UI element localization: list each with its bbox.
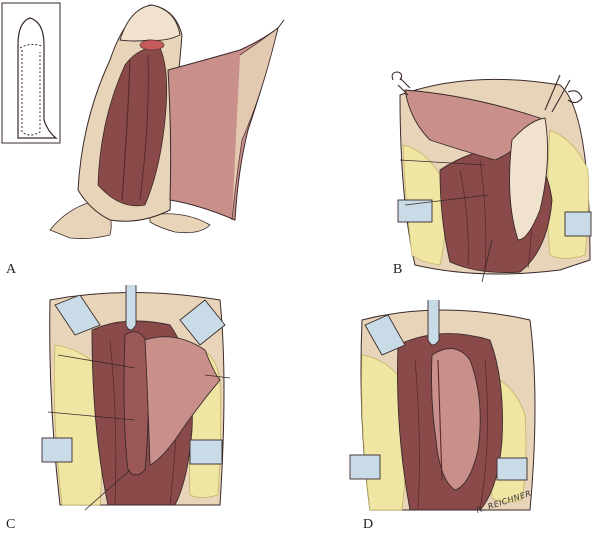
panel-a-glans: [119, 4, 181, 42]
panel-c-retractor-top-right: [179, 299, 226, 346]
panel-d-urethra-line: [437, 359, 443, 481]
panel-a-corpus-groove-2: [139, 54, 149, 201]
panel-b-drawing: [391, 71, 592, 283]
panel-a-corpus-groove: [121, 59, 131, 201]
panel-c-suture-4: [84, 469, 131, 511]
panel-b-clamp-right: [544, 74, 583, 113]
inset-penis-outline: [17, 17, 58, 139]
panel-a-stay-suture: [277, 19, 285, 29]
panel-b-clamp-left: [391, 71, 411, 96]
panel-label-a: A: [6, 262, 17, 277]
panel-b-lifted-flap: [509, 117, 549, 241]
panel-label-b: B: [393, 262, 403, 277]
panel-c-retractor-left: [41, 437, 73, 463]
panel-c-retractor-right: [189, 439, 223, 465]
panel-label-c: C: [6, 517, 16, 532]
panel-c-suture-3: [204, 374, 231, 379]
panel-a-drawing: [1, 2, 285, 239]
panel-c-urethra: [123, 331, 150, 476]
panel-b-retractor-left: [397, 199, 433, 223]
inset-incision-line: [19, 43, 43, 136]
panel-c-flap: [144, 336, 221, 466]
panel-a-urethral-edge: [139, 39, 165, 51]
panel-a-flap-edge: [231, 27, 279, 221]
panel-b-top-flap: [404, 89, 541, 161]
panel-d-hook: [427, 300, 440, 346]
panel-b-suture-2: [404, 194, 489, 206]
panel-c-suture-1: [57, 354, 136, 369]
panel-b-suture-1: [399, 159, 486, 166]
panel-label-d: D: [363, 517, 374, 532]
panel-c-hook: [125, 285, 137, 331]
panel-d-retractor-left: [349, 454, 381, 480]
panel-c-suture-2: [47, 411, 136, 421]
panel-d-muscle-lines: [414, 359, 488, 511]
panel-a-exposed-corpus: [97, 47, 168, 207]
panel-a-base-skin-right: [149, 213, 211, 234]
panel-d-drawing: [349, 300, 536, 511]
panel-d-closed-flap: [431, 348, 481, 491]
panel-d-retractor-top-left: [364, 314, 406, 356]
panel-d-retractor-right: [496, 457, 528, 481]
panel-c-drawing: [41, 285, 231, 511]
panel-b-retractor-right: [564, 211, 592, 237]
panel-c-retractor-top-left: [54, 294, 101, 336]
panel-b-suture-3: [481, 239, 493, 283]
